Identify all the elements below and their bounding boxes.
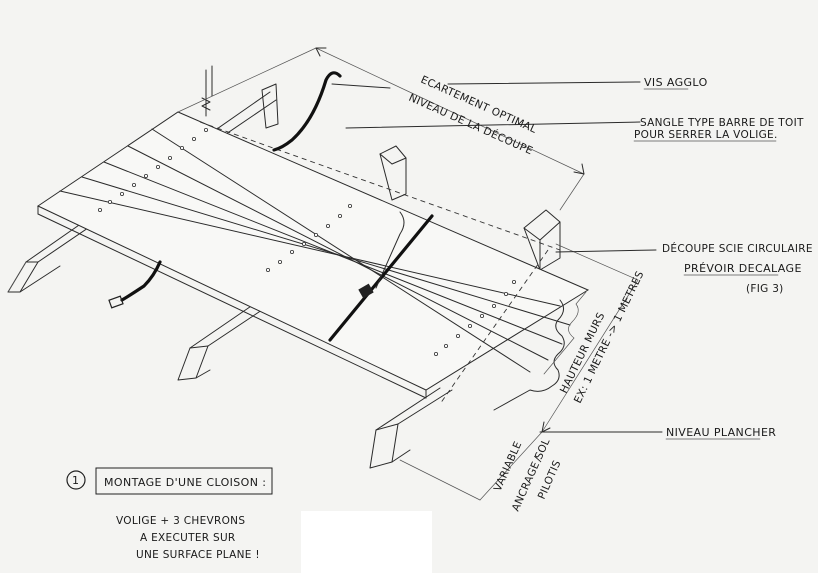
leader-sangle bbox=[345, 121, 641, 129]
note-line-2: A EXECUTER SUR bbox=[140, 532, 236, 544]
dimension-hauteur bbox=[541, 243, 639, 433]
note-line-1: VOLIGE + 3 CHEVRONS bbox=[116, 515, 245, 527]
note-line-3: UNE SURFACE PLANE ! bbox=[136, 549, 260, 561]
label-fig: (FIG 3) bbox=[746, 283, 784, 295]
label-vis: VIS AGGLO bbox=[644, 76, 708, 89]
label-sangle-2: POUR SERRER LA VOLIGE. bbox=[634, 129, 778, 141]
title-block: 1 MONTAGE D'UNE CLOISON : bbox=[66, 467, 273, 495]
note-block: VOLIGE + 3 CHEVRONS A EXECUTER SUR UNE S… bbox=[116, 515, 260, 561]
blank-patch bbox=[301, 511, 432, 573]
label-sangle-1: SANGLE TYPE BARRE DE TOIT bbox=[640, 117, 804, 129]
strap-middle bbox=[328, 211, 434, 342]
label-decoupe-1: DÉCOUPE SCIE CIRCULAIRE bbox=[662, 242, 813, 255]
screw-holes bbox=[98, 127, 517, 356]
leader-decoupe bbox=[555, 249, 657, 253]
title-text: MONTAGE D'UNE CLOISON : bbox=[104, 476, 266, 489]
volige-board bbox=[36, 111, 590, 411]
leader-vis bbox=[447, 81, 641, 85]
chevron-right bbox=[369, 209, 561, 469]
screw bbox=[201, 65, 213, 117]
strap-loose bbox=[108, 260, 162, 309]
label-decoupe-2: PRÉVOIR DECALAGE bbox=[684, 262, 802, 275]
dimension-ecartement bbox=[177, 47, 585, 211]
label-niveau-plancher: NIVEAU PLANCHER bbox=[666, 426, 776, 439]
strap-top bbox=[272, 71, 391, 152]
chevron-middle bbox=[177, 145, 407, 381]
label-ou: / bbox=[532, 455, 545, 464]
title-number: 1 bbox=[72, 474, 79, 487]
dimension-variable bbox=[399, 431, 543, 501]
